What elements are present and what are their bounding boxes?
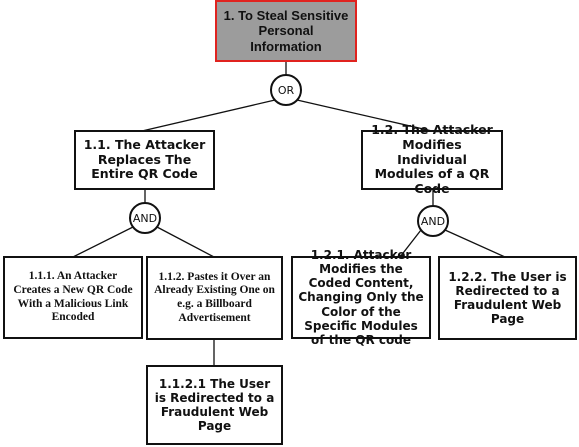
node-1-1-2-1-label: 1.1.2.1 The User is Redirected to a Frau… [154,376,275,434]
edge-and-to-1-1-1 [72,226,134,258]
edge-and-to-1-1-2 [156,226,215,258]
edge-or-to-1-2 [296,99,433,132]
and-gate-1-1: AND [129,202,161,234]
and-gate-1-1-label: AND [132,211,158,225]
edge-and-to-1-2-2 [444,229,506,258]
node-1-1-1: 1.1.1. An Attacker Creates a New QR Code… [3,256,143,339]
edge-and-to-1-2-1 [399,229,422,258]
node-1-1-2-1: 1.1.2.1 The User is Redirected to a Frau… [146,365,283,445]
node-1-1: 1.1. The Attacker Replaces The Entire QR… [74,130,215,190]
root-node: 1. To Steal Sensitive Personal Informati… [215,0,357,62]
node-1-2-2: 1.2.2. The User is Redirected to a Fraud… [438,256,577,340]
node-1-2-2-label: 1.2.2. The User is Redirected to a Fraud… [448,269,567,327]
node-1-1-1-label: 1.1.1. An Attacker Creates a New QR Code… [13,270,133,324]
node-1-2-1-label: 1.2.1. Attacker Modifies the Coded Conte… [298,247,424,347]
or-gate: OR [270,74,302,106]
node-1-2-1: 1.2.1. Attacker Modifies the Coded Conte… [291,248,431,347]
node-1-1-2-label: 1.1.2. Pastes it Over an Already Existin… [154,270,275,324]
node-1-2-label: 1.2. The Attacker Modifies Individual Mo… [371,122,493,197]
root-node-label: 1. To Steal Sensitive Personal Informati… [223,8,349,54]
node-1-1-2: 1.1.2. Pastes it Over an Already Existin… [146,256,283,340]
and-gate-1-2: AND [417,205,449,237]
edge-or-to-1-1 [141,99,276,132]
or-gate-label: OR [277,83,295,97]
node-1-2: 1.2. The Attacker Modifies Individual Mo… [361,122,503,196]
and-gate-1-2-label: AND [420,214,446,228]
node-1-1-label: 1.1. The Attacker Replaces The Entire QR… [83,136,206,182]
